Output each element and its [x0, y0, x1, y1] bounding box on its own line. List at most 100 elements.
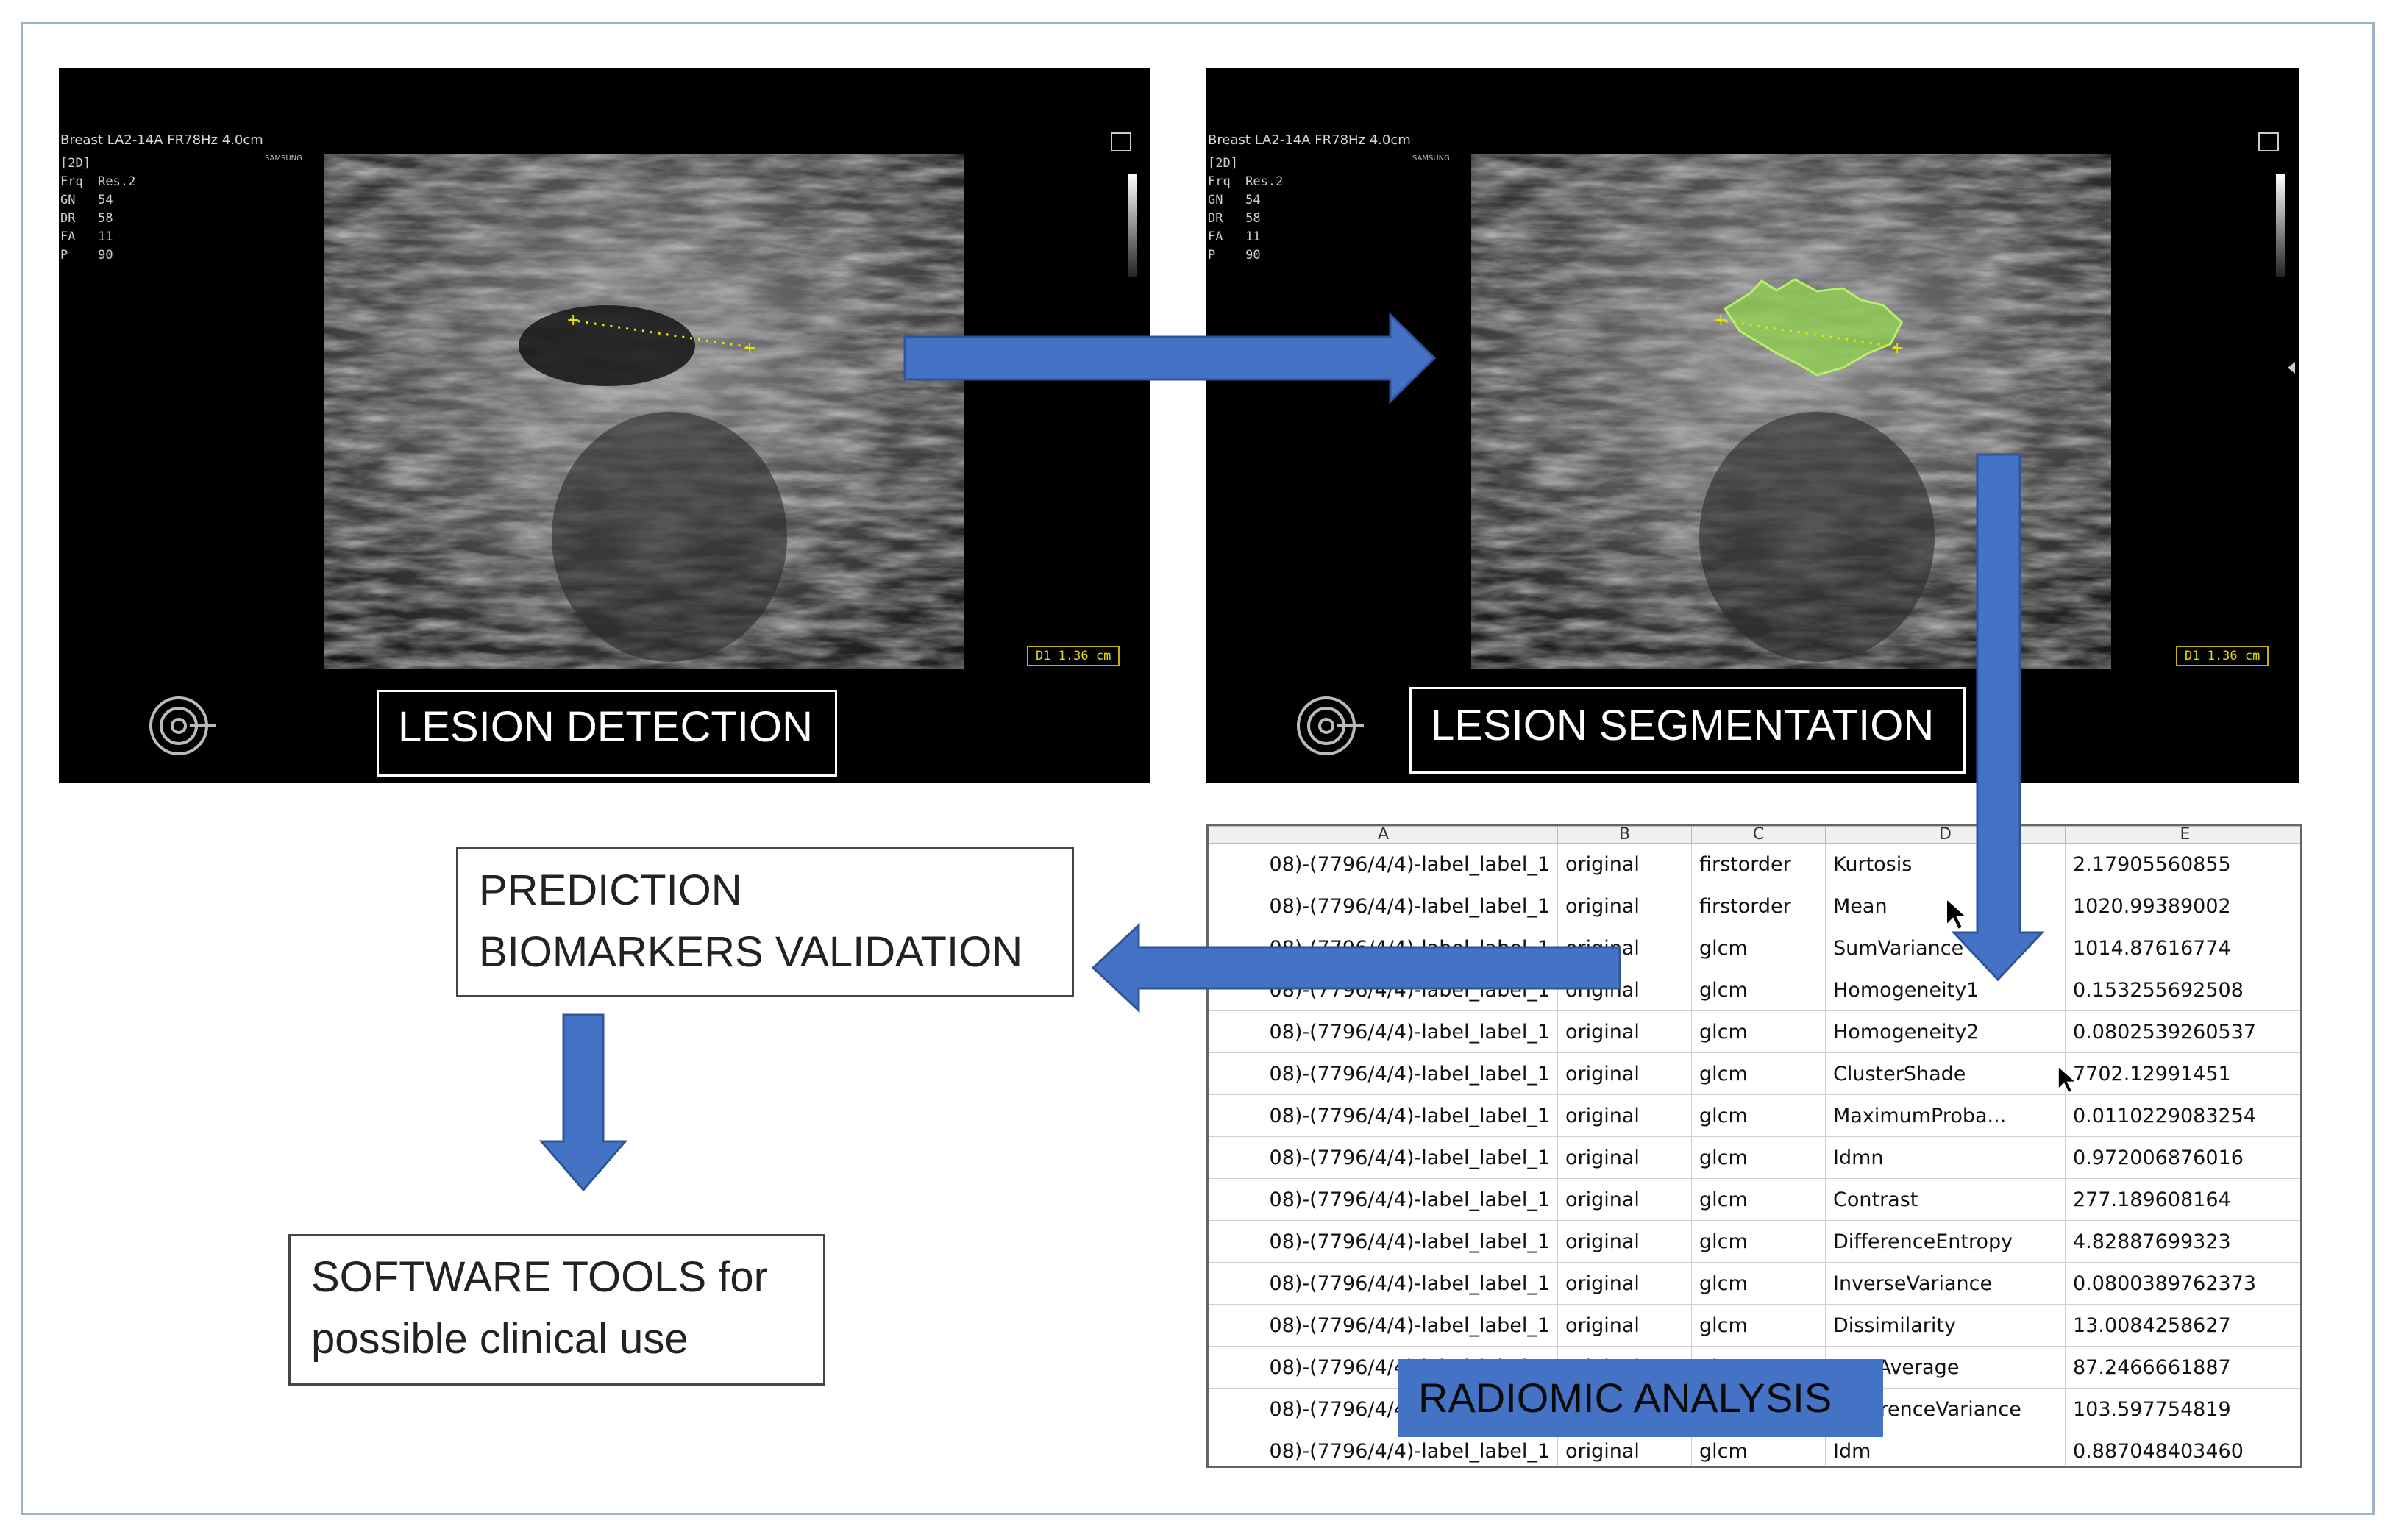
table-cell[interactable]: 87.2466661887	[2065, 1346, 2300, 1389]
table-cell[interactable]: glcm	[1691, 1220, 1826, 1263]
mode-text: [2D]	[60, 156, 90, 171]
table-cell[interactable]: 08)-(7796/4/4)-label_label_1	[1209, 843, 1558, 885]
segmentation-mask	[1723, 278, 1903, 377]
side-marker-icon	[2288, 362, 2295, 374]
table-cell[interactable]: Mean	[1825, 885, 2066, 927]
settings-icon	[1111, 132, 1131, 151]
table-cell[interactable]: glcm	[1691, 1304, 1826, 1347]
table-cell[interactable]: 103.597754819	[2065, 1388, 2300, 1430]
arrow-table-to-prediction	[1091, 922, 1621, 1013]
software-tools-box: SOFTWARE TOOLS for possible clinical use	[288, 1234, 825, 1386]
settings-icon	[2258, 132, 2279, 151]
table-cell[interactable]: original	[1557, 1136, 1692, 1179]
ultrasound-params: [2D] Frq Res.2 GN 54 DR 58 FA 11 P 90	[1208, 154, 1283, 265]
table-cell[interactable]: Kurtosis	[1825, 843, 2066, 885]
table-cell[interactable]: glcm	[1691, 1262, 1826, 1305]
ultrasound-panel-detection: Breast LA2-14A FR78Hz 4.0cm [2D] Frq Res…	[59, 68, 1150, 783]
table-cell[interactable]: 0.972006876016	[2065, 1136, 2300, 1179]
table-cell[interactable]: glcm	[1691, 1178, 1826, 1221]
lesion-segmentation-label: LESION SEGMENTATION	[1409, 687, 1966, 774]
ultrasound-panel-segmentation: Breast LA2-14A FR78Hz 4.0cm [2D] Frq Res…	[1206, 68, 2299, 783]
table-cell[interactable]: Idmn	[1825, 1136, 2066, 1179]
table-cell[interactable]: Homogeneity2	[1825, 1010, 2066, 1053]
table-cell[interactable]: glcm	[1691, 1094, 1826, 1137]
measurement-readout: D1 1.36 cm	[1027, 646, 1120, 666]
table-cell[interactable]: 0.0110229083254	[2065, 1094, 2300, 1137]
table-cell[interactable]: Homogeneity1	[1825, 969, 2066, 1011]
svg-text:+: +	[1890, 339, 1904, 357]
table-cell[interactable]: glcm	[1691, 1010, 1826, 1053]
mode-text: [2D]	[1208, 156, 1238, 171]
table-cell[interactable]: glcm	[1691, 1052, 1826, 1095]
table-cell[interactable]: 277.189608164	[2065, 1178, 2300, 1221]
table-cell[interactable]: 0.887048403460	[2065, 1430, 2300, 1466]
measurement-readout: D1 1.36 cm	[2176, 646, 2269, 666]
table-cell[interactable]: glcm	[1691, 1136, 1826, 1179]
table-cell[interactable]: original	[1557, 843, 1692, 885]
column-header[interactable]: C	[1691, 826, 1826, 844]
table-cell[interactable]: 08)-(7796/4/4)-label_label_1	[1209, 1262, 1558, 1305]
table-cell[interactable]: Dissimilarity	[1825, 1304, 2066, 1347]
probe-orientation-icon	[149, 696, 216, 755]
column-header[interactable]: E	[2065, 826, 2300, 844]
arrow-prediction-to-software	[538, 1013, 628, 1192]
software-line-1: SOFTWARE TOOLS for	[311, 1253, 768, 1301]
table-cell[interactable]: 13.0084258627	[2065, 1304, 2300, 1347]
param-line: DR 58	[1208, 211, 1261, 226]
table-cell[interactable]: 08)-(7796/4/4)-label_label_1	[1209, 1136, 1558, 1179]
grayscale-bar	[1128, 174, 1137, 277]
prediction-line-2: BIOMARKERS VALIDATION	[479, 928, 1023, 976]
table-cell[interactable]: original	[1557, 1304, 1692, 1347]
table-cell[interactable]: 2.17905560855	[2065, 843, 2300, 885]
table-cell[interactable]: original	[1557, 1052, 1692, 1095]
table-cell[interactable]: 08)-(7796/4/4)-label_label_1	[1209, 885, 1558, 927]
arrow-segmentation-to-table	[1951, 453, 2045, 982]
table-cell[interactable]: 0.153255692508	[2065, 969, 2300, 1011]
ultrasound-params: [2D] Frq Res.2 GN 54 DR 58 FA 11 P 90	[60, 154, 135, 265]
table-cell[interactable]: 08)-(7796/4/4)-label_label_1	[1209, 1304, 1558, 1347]
ultrasound-header: Breast LA2-14A FR78Hz 4.0cm	[60, 132, 263, 148]
table-cell[interactable]: 1020.99389002	[2065, 885, 2300, 927]
table-cell[interactable]: 08)-(7796/4/4)-label_label_1	[1209, 1052, 1558, 1095]
ultrasound-header: Breast LA2-14A FR78Hz 4.0cm	[1208, 132, 1411, 148]
table-cell[interactable]: 1014.87616774	[2065, 927, 2300, 969]
table-cell[interactable]: 4.82887699323	[2065, 1220, 2300, 1263]
table-cell[interactable]: InverseVariance	[1825, 1262, 2066, 1305]
grayscale-bar	[2276, 174, 2285, 277]
table-cell[interactable]: Contrast	[1825, 1178, 2066, 1221]
table-cell[interactable]: firstorder	[1691, 885, 1826, 927]
table-cell[interactable]: 0.0800389762373	[2065, 1262, 2300, 1305]
ultrasound-scan-image: + +	[1471, 154, 2111, 669]
table-cell[interactable]: original	[1557, 1262, 1692, 1305]
brand-logo: SAMSUNG	[1412, 154, 1450, 163]
svg-text:+: +	[1714, 311, 1727, 329]
param-line: Frq Res.2	[60, 174, 136, 189]
svg-text:+: +	[566, 311, 580, 329]
prediction-biomarkers-box: PREDICTION BIOMARKERS VALIDATION	[456, 847, 1074, 997]
table-cell[interactable]: original	[1557, 1178, 1692, 1221]
prediction-line-1: PREDICTION	[479, 866, 742, 914]
table-cell[interactable]: 0.0802539260537	[2065, 1010, 2300, 1053]
table-cell[interactable]: original	[1557, 1094, 1692, 1137]
table-cell[interactable]: original	[1557, 885, 1692, 927]
svg-text:+: +	[743, 339, 756, 357]
table-cell[interactable]: ClusterShade	[1825, 1052, 2066, 1095]
radiomic-analysis-label: RADIOMIC ANALYSIS	[1398, 1359, 1883, 1437]
column-header[interactable]: A	[1209, 826, 1558, 844]
ultrasound-scan-image: + +	[324, 154, 964, 669]
column-header[interactable]: B	[1557, 826, 1692, 844]
param-line: P 90	[60, 248, 113, 263]
table-cell[interactable]: MaximumProba...	[1825, 1094, 2066, 1137]
mouse-cursor-icon	[1946, 897, 1969, 931]
param-line: GN 54	[1208, 193, 1261, 207]
mouse-cursor-icon	[2057, 1065, 2078, 1094]
table-cell[interactable]: original	[1557, 1430, 1692, 1466]
